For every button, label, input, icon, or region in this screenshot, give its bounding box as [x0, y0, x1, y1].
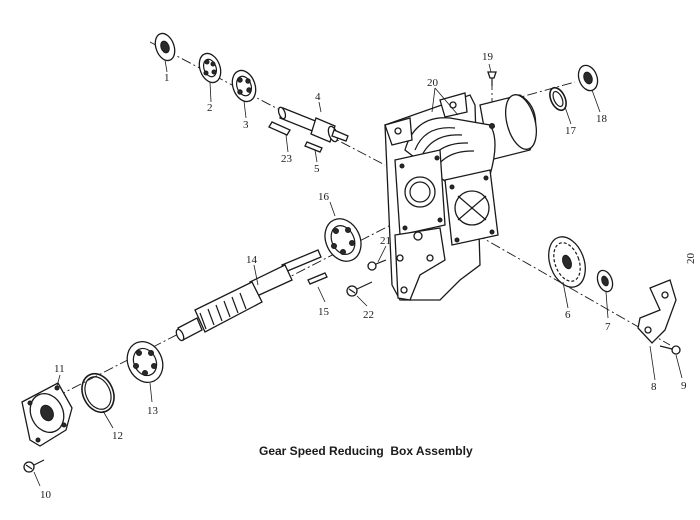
part-1-washer [154, 32, 176, 62]
callout-5: 5 [314, 163, 320, 175]
part-10-screw [23, 459, 45, 473]
part-7-bearing [596, 269, 614, 293]
callout-13: 13 [147, 405, 159, 417]
part-20-gearbox-housing [384, 92, 537, 301]
part-15-key [307, 272, 328, 285]
callout-18: 18 [596, 113, 608, 125]
part-9-screw [659, 345, 681, 355]
part-21-screw [367, 259, 387, 271]
part-2-bearing [198, 52, 222, 84]
callout-15: 15 [318, 306, 330, 318]
part-6-gear [548, 236, 586, 288]
callout-19: 19 [482, 51, 494, 63]
part-19-screw [487, 71, 497, 86]
callout-12: 12 [112, 430, 123, 442]
callout-4: 4 [315, 91, 321, 103]
callout-leaders [33, 59, 683, 487]
page-number: 20 [685, 253, 697, 265]
part-22-screw [346, 281, 373, 297]
part-13-bearing [126, 341, 164, 383]
part-5-key [304, 141, 323, 153]
callout-22: 22 [363, 309, 374, 321]
part-8-bracket [637, 279, 677, 344]
callout-23: 23 [281, 153, 293, 165]
part-23-key [268, 121, 291, 136]
figure-caption: Gear Speed Reducing Box Assembly [259, 444, 473, 458]
callout-21: 21 [380, 235, 391, 247]
callout-17: 17 [565, 125, 577, 137]
callout-3: 3 [243, 119, 249, 131]
part-17-snap-ring [549, 86, 567, 112]
callout-labels: 1 2 3 4 5 6 7 8 9 10 11 12 13 14 15 16 1… [40, 51, 687, 501]
part-4-shaft [277, 106, 349, 143]
part-11-end-cover [21, 382, 73, 447]
callout-7: 7 [605, 321, 611, 333]
callout-1: 1 [164, 72, 170, 84]
part-16-bearing [324, 218, 362, 262]
callout-16: 16 [318, 191, 330, 203]
callout-8: 8 [651, 381, 657, 393]
part-12-o-ring [81, 372, 115, 414]
callout-20: 20 [427, 77, 439, 89]
callout-2: 2 [207, 102, 213, 114]
callout-10: 10 [40, 489, 52, 501]
part-3-bearing [231, 69, 257, 103]
callout-11: 11 [54, 363, 65, 375]
callout-9: 9 [681, 380, 687, 392]
callout-6: 6 [565, 309, 571, 321]
part-14-worm-shaft [175, 249, 322, 342]
callout-14: 14 [246, 254, 258, 266]
part-18-bearing [577, 64, 599, 92]
